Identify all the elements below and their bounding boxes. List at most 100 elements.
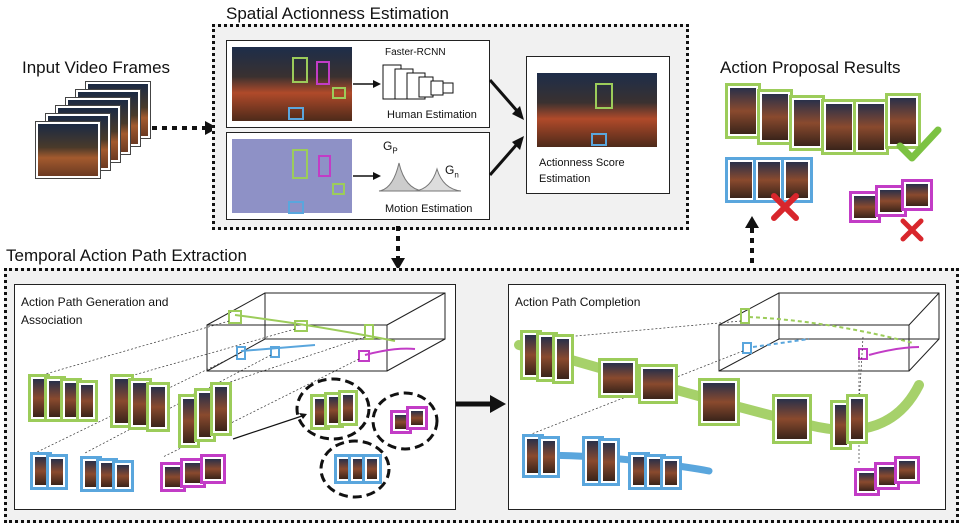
tube-frame	[725, 83, 761, 139]
check-icon	[896, 126, 942, 162]
tube-frame	[362, 454, 382, 484]
magenta-detection-box	[316, 61, 330, 85]
human-estimation-label: Human Estimation	[387, 109, 477, 121]
green-detection-box	[595, 83, 613, 109]
to-results-arrow	[745, 216, 759, 268]
tube-frame	[178, 394, 200, 448]
human-estimation-panel: Faster-RCNN Human Estimation	[226, 40, 490, 128]
spatial-actionness-title: Spatial Actionness Estimation	[226, 4, 450, 23]
tube-frame	[789, 95, 825, 151]
tube-frame	[849, 191, 881, 223]
tube-frame	[128, 378, 152, 430]
path-generation-label-1: Action Path Generation and	[21, 295, 169, 309]
tube-frame	[520, 330, 542, 380]
motion-arrow	[353, 172, 381, 180]
tube-frame	[901, 179, 933, 211]
tube-frame	[96, 458, 118, 492]
tube-frame	[582, 436, 604, 486]
tube-frame	[80, 456, 102, 492]
green-detection-box	[332, 183, 345, 195]
tube-frame	[853, 99, 889, 155]
tube-frame	[725, 157, 757, 203]
actionness-score-panel: Actionness Score Estimation	[526, 56, 670, 194]
tube-frame	[180, 458, 206, 488]
tube-frame	[875, 185, 907, 217]
gp-label: GP	[383, 139, 398, 155]
motion-frame-image	[232, 139, 352, 214]
blue-detection-box	[288, 201, 304, 214]
input-frame	[36, 122, 100, 178]
tube-frame	[854, 468, 880, 496]
cross-icon	[900, 218, 924, 242]
gaussian-peaks-icon	[378, 162, 462, 192]
tube-frame	[522, 434, 544, 478]
tube-frame	[660, 456, 682, 490]
tube-frame	[406, 406, 428, 430]
path-completion-label: Action Path Completion	[515, 295, 641, 309]
cnn-layers-icon	[382, 64, 454, 100]
tube-frame	[638, 364, 678, 404]
gn-label: Gn	[445, 163, 459, 179]
tube-frame	[310, 394, 330, 430]
input-video-frames-label: Input Video Frames	[22, 58, 171, 77]
actionness-score-label-2: Estimation	[539, 173, 591, 185]
tube-frame	[146, 382, 170, 432]
action-proposal-results-title: Action Proposal Results	[720, 58, 901, 77]
path-completion-panel: Action Path Completion	[508, 284, 946, 510]
motion-estimation-panel: GP Gn Motion Estimation	[226, 132, 490, 220]
green-detection-box	[292, 149, 308, 179]
tube-frame	[874, 462, 900, 490]
tube-frame	[210, 382, 232, 436]
tube-frame	[894, 456, 920, 484]
human-frame-image	[232, 47, 352, 121]
tube-frame	[60, 378, 82, 422]
tube-frame	[698, 378, 740, 426]
blue-detection-box	[591, 133, 607, 146]
input-to-spatial-arrow	[152, 121, 218, 135]
tube-frame	[112, 460, 134, 492]
tube-frame	[28, 374, 50, 422]
generation-to-completion-arrow	[456, 395, 506, 413]
path-generation-diagram	[34, 292, 446, 499]
green-detection-box	[292, 57, 308, 83]
tube-frame	[628, 452, 650, 490]
temporal-action-path-title: Temporal Action Path Extraction	[6, 246, 247, 265]
gp-subscript: P	[392, 146, 398, 156]
tube-frame	[334, 454, 354, 484]
tube-frame	[536, 332, 558, 382]
tube-frame	[885, 93, 921, 149]
motion-estimation-label: Motion Estimation	[385, 203, 473, 215]
actionness-frame-image	[537, 73, 657, 147]
gn-letter: G	[445, 163, 455, 177]
path-generation-label-2: Association	[21, 313, 83, 327]
magenta-detection-box	[318, 155, 331, 177]
to-actionness-arrows	[488, 79, 524, 176]
tube-frame	[44, 376, 66, 422]
human-arrow	[353, 80, 381, 88]
path-generation-panel: Action Path Generation and Association	[14, 284, 456, 510]
tube-frame	[160, 462, 186, 492]
cross-icon	[771, 193, 799, 221]
gp-letter: G	[383, 139, 393, 153]
green-detection-box	[332, 87, 346, 99]
faster-rcnn-label: Faster-RCNN	[385, 47, 446, 58]
tube-frame	[200, 454, 226, 484]
tube-frame	[538, 436, 560, 478]
tube-frame	[772, 394, 812, 444]
tube-frame	[348, 454, 368, 484]
tube-frame	[821, 99, 857, 155]
tube-frame	[757, 89, 793, 145]
tube-frame	[598, 358, 638, 398]
tube-frame	[76, 380, 98, 422]
tube-frame	[338, 390, 358, 426]
actionness-score-label-1: Actionness Score	[539, 157, 625, 169]
gn-subscript: n	[454, 170, 459, 180]
tube-frame	[30, 452, 52, 490]
tube-frame	[830, 400, 852, 450]
tube-frame	[598, 438, 620, 486]
tube-frame	[846, 394, 868, 444]
tube-frame	[110, 374, 134, 428]
tube-frame	[194, 388, 216, 442]
tube-frame	[753, 157, 785, 203]
blue-detection-box	[288, 107, 304, 120]
